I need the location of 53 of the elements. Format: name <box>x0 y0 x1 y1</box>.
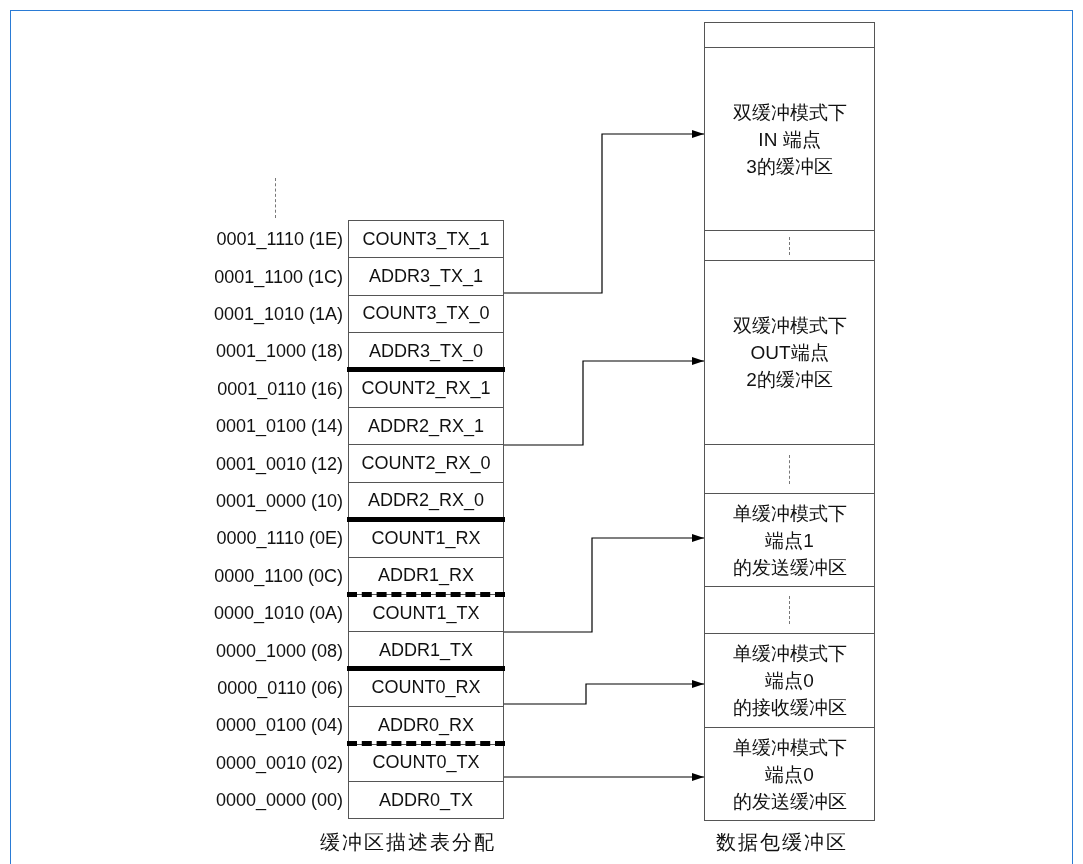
descriptor-label: COUNT3_TX_0 <box>362 303 490 325</box>
descriptor-label: COUNT0_RX <box>371 677 481 699</box>
arrow <box>503 357 705 446</box>
buffer-label: 单缓冲模式下端点0的接收缓冲区 <box>732 642 847 720</box>
descriptor-label: COUNT0_TX <box>372 752 480 774</box>
address-label: 0001_1000 (18) <box>215 340 343 362</box>
address-label: 0000_0100 (04) <box>215 714 343 736</box>
address-label: 0001_0000 (10) <box>215 490 343 512</box>
descriptor-label: COUNT2_RX_0 <box>361 453 491 475</box>
address-label: 0000_1000 (08) <box>215 640 343 662</box>
arrow <box>503 680 705 705</box>
address-label: 0001_0100 (14) <box>215 415 343 437</box>
buffer-block <box>704 727 875 821</box>
address-label: 0000_0110 (06) <box>217 677 343 699</box>
descriptor-label: ADDR2_RX_1 <box>367 415 485 437</box>
descriptor-label: ADDR0_TX <box>379 789 473 811</box>
address-label: 0001_0110 (16) <box>217 378 343 400</box>
descriptor-label: ADDR0_RX <box>378 714 474 736</box>
buffer-label: 双缓冲模式下IN 端点3的缓冲区 <box>732 100 847 179</box>
buffer-block <box>704 633 875 728</box>
descriptor-label: COUNT1_TX <box>372 602 480 624</box>
column-caption: 数据包缓冲区 <box>716 830 848 855</box>
address-label: 0000_0000 (00) <box>215 789 343 811</box>
buffer-block <box>704 493 875 587</box>
descriptor-label: COUNT2_RX_1 <box>361 378 491 400</box>
buffer-block <box>704 260 875 445</box>
descriptor-label: ADDR3_TX_1 <box>368 266 483 288</box>
arrow <box>503 773 705 781</box>
address-label: 0000_1100 (0C) <box>214 565 343 587</box>
descriptor-label: ADDR1_TX <box>379 640 473 662</box>
address-label: 0000_0010 (02) <box>215 752 343 774</box>
address-label: 0000_1010 (0A) <box>213 602 343 624</box>
descriptor-label: ADDR2_RX_0 <box>367 490 485 512</box>
address-label: 0001_0010 (12) <box>215 453 343 475</box>
descriptor-label: ADDR1_RX <box>378 565 474 587</box>
address-label: 0000_1110 (0E) <box>216 527 343 549</box>
buffer-label: 单缓冲模式下端点0的发送缓冲区 <box>732 735 847 814</box>
descriptor-label: ADDR3_TX_0 <box>368 340 483 362</box>
address-label: 0001_1110 (1E) <box>216 228 343 250</box>
empty-block <box>704 22 875 48</box>
empty-block <box>704 444 875 494</box>
descriptor-label: COUNT1_RX <box>371 527 481 549</box>
arrow <box>503 130 705 294</box>
arrow <box>503 534 705 633</box>
address-label: 0001_1100 (1C) <box>214 266 343 288</box>
buffer-label: 单缓冲模式下端点1的发送缓冲区 <box>732 501 847 580</box>
empty-block <box>704 230 875 261</box>
buffer-label: 双缓冲模式下OUT端点2的缓冲区 <box>732 314 847 392</box>
empty-block <box>704 586 875 634</box>
buffer-block <box>704 47 875 231</box>
column-caption: 缓冲区描述表分配 <box>320 830 496 855</box>
address-label: 0001_1010 (1A) <box>213 303 343 325</box>
descriptor-label: COUNT3_TX_1 <box>362 228 490 250</box>
